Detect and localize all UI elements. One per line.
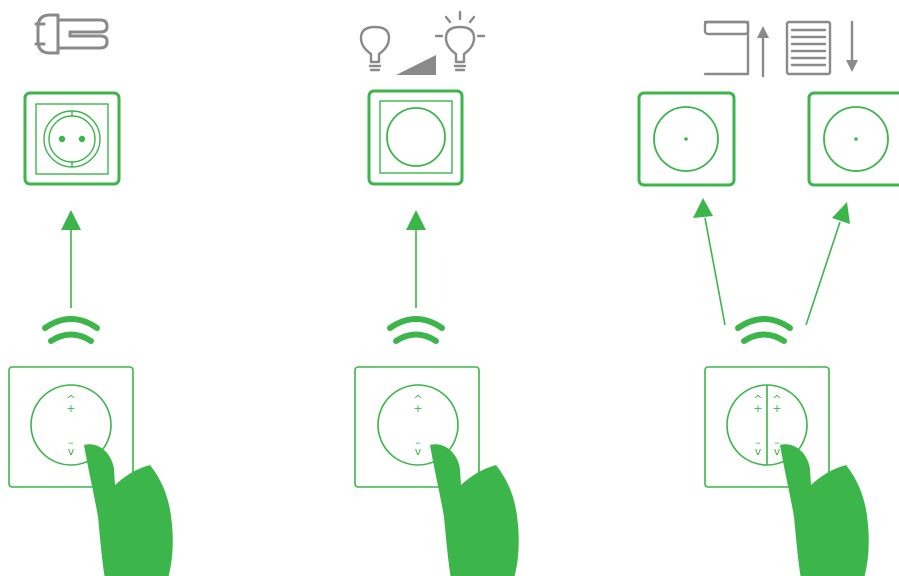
wall-socket-icon [25,93,119,184]
signal-arrow-3-right [806,202,850,325]
wireless-signal-icon [738,319,790,341]
mark-down: v [415,445,422,458]
mark-down: v [755,445,762,458]
signal-arrow-3-left [693,198,725,325]
switch-button-marks: ^ + – v [66,393,75,458]
round-switch-left [639,93,734,185]
round-switch-right [809,93,899,185]
signal-arrow-1 [61,210,81,308]
hand-icon [780,444,869,576]
power-plug-icon [36,15,107,53]
switch-button-marks: ^ + – v [413,393,422,458]
switch-button-marks-left: ^ + – v [753,393,762,458]
blinds-up-down-icon [705,22,858,76]
mark-down: v [68,445,75,458]
wall-switch-double [705,367,829,487]
round-dimmer-icon [369,91,462,184]
hand-icon [84,444,173,576]
hand-icon [430,444,519,576]
mark-plus: + [66,402,75,415]
mark-down: v [774,445,781,458]
scenario-3: ^ + – v ^ + – v [639,22,899,576]
wireless-signal-icon [390,319,442,341]
signal-arrow-2 [406,210,426,308]
scenario-2: ^ + – v [355,12,519,576]
dimmable-bulb-icon [361,12,484,75]
wall-switch-single [355,367,479,487]
wall-switch-single [9,367,133,487]
scenario-1: ^ + – v [9,15,173,576]
wireless-signal-icon [45,319,97,341]
mark-plus: + [413,402,422,415]
mark-plus: + [772,402,781,415]
mark-plus: + [753,402,762,415]
switch-button-marks-right: ^ + – v [772,393,781,458]
